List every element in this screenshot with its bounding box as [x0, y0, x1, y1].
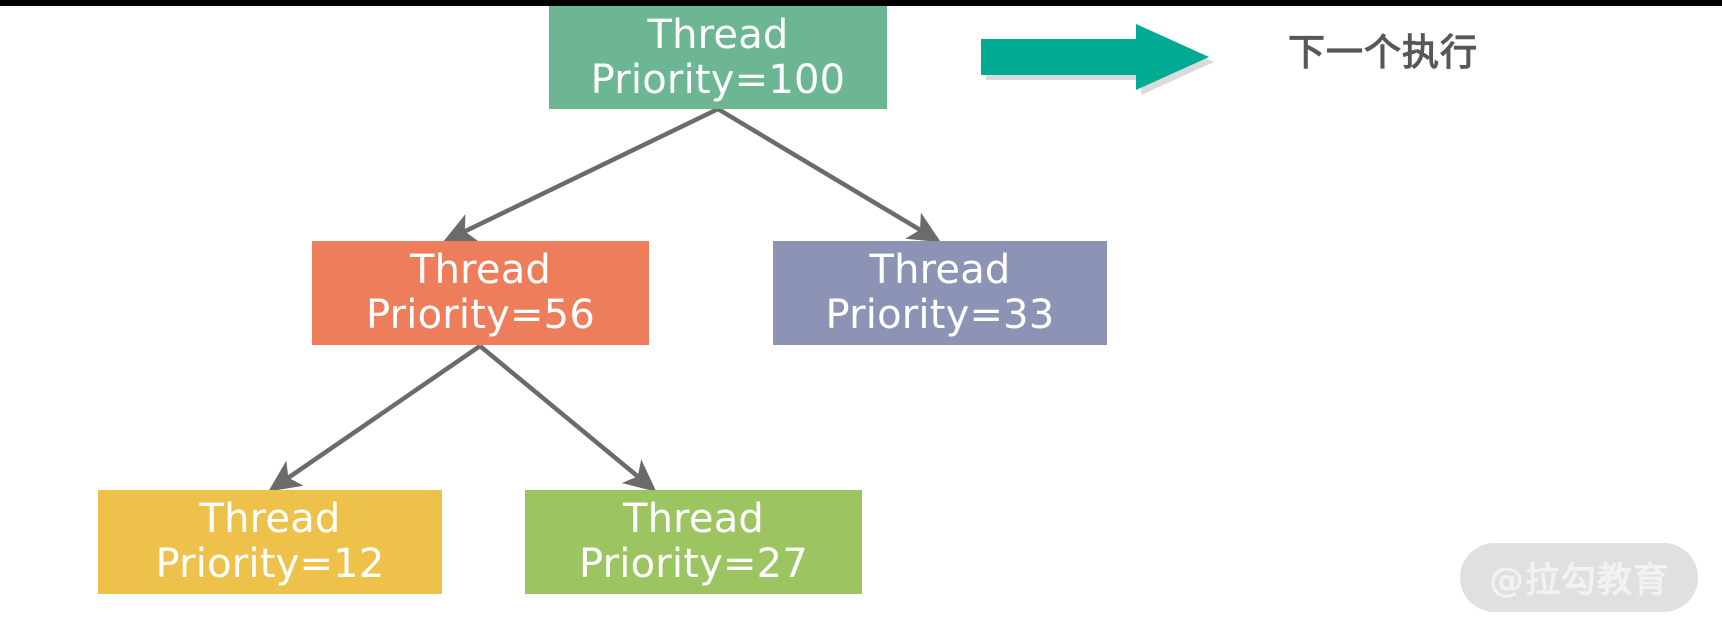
- edge-root-to-left: [442, 106, 719, 243]
- top-black-strip: [0, 0, 1722, 6]
- thread-node-priority-56[interactable]: Thread Priority=56: [312, 241, 649, 345]
- node-label-line1: Thread: [199, 496, 341, 543]
- edge-left-to-leftleft: [268, 344, 482, 492]
- next-execution-arrow-icon: [981, 24, 1214, 95]
- node-label-line1: Thread: [647, 11, 789, 58]
- edge-left-to-leftright: [478, 344, 657, 492]
- next-execution-caption: 下一个执行: [1288, 31, 1478, 74]
- node-label-line2: Priority=56: [366, 292, 595, 338]
- edge-root-to-right: [716, 107, 941, 243]
- node-label-line1: Thread: [409, 247, 552, 294]
- node-label-line1: Thread: [869, 247, 1011, 294]
- thread-node-priority-12[interactable]: Thread Priority=12: [98, 490, 442, 594]
- node-label-line1: Thread: [622, 496, 765, 543]
- node-label-line2: Priority=100: [590, 56, 846, 103]
- node-label-line2: Priority=12: [155, 541, 385, 587]
- thread-node-priority-100[interactable]: Thread Priority=100: [549, 6, 887, 109]
- watermark-badge: @拉勾教育: [1460, 543, 1698, 612]
- node-label-line2: Priority=27: [579, 541, 808, 587]
- thread-node-priority-33[interactable]: Thread Priority=33: [773, 241, 1107, 345]
- node-label-line2: Priority=33: [825, 292, 1055, 338]
- thread-node-priority-27[interactable]: Thread Priority=27: [525, 490, 862, 594]
